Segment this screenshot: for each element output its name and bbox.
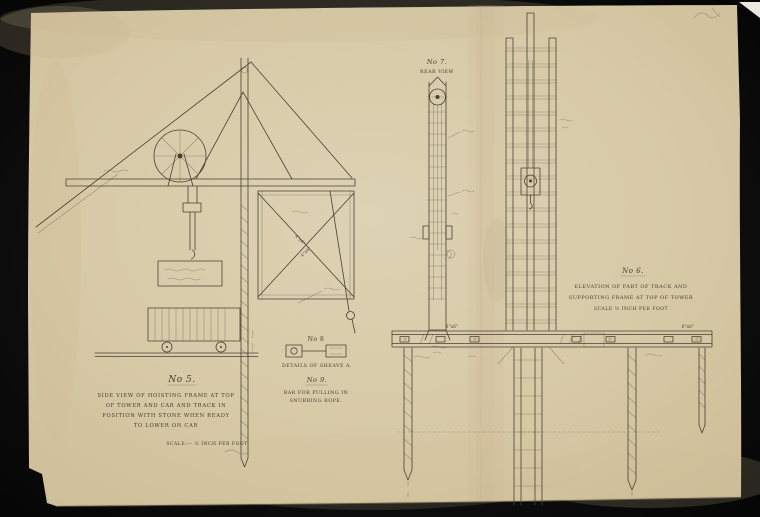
pencil-mark (693, 7, 721, 19)
no7-sublabel: REAR VIEW (420, 69, 454, 75)
paper-sheet (28, 5, 742, 506)
figure-no8-drawing (285, 344, 347, 358)
no7-label: No 7. (426, 58, 447, 66)
figure-no6-text: No 6. ELEVATION OF PART OF TRACK AND SUP… (446, 267, 695, 329)
no5-caption-3: POSITION WITH STONE WHEN READY (102, 413, 229, 419)
figure-no6-drawing (391, 12, 713, 507)
no8-label: No 8 (308, 336, 325, 343)
no6-caption-2: SUPPORTING FRAME AT TOP OF TOWER (569, 295, 693, 301)
no6-beam-label-right: 6"x6" (682, 324, 695, 329)
no5-caption-1: SIDE VIEW OF HOISTING FRAME AT TOP (97, 393, 234, 399)
no9-label: No 9. (306, 376, 327, 384)
no5-label: No 5. (167, 375, 195, 385)
no6-caption-1: ELEVATION OF PART OF TRACK AND (575, 284, 688, 290)
no8-caption: DETAILS OF SHEAVE A. (282, 363, 352, 369)
figure-no8-text: No 8 DETAILS OF SHEAVE A. (282, 336, 352, 369)
no5-caption-4: TO LOWER ON CAR (134, 423, 199, 429)
no5-scale: SCALE:— ½ INCH PER FOOT (166, 440, 248, 447)
no6-scale: SCALE ½ INCH PER FOOT (594, 305, 669, 312)
no6-label: No 6. (621, 267, 644, 275)
figure-no7-drawing (409, 76, 475, 354)
corner-sheet (739, 2, 760, 18)
figure-no9-text: No 9. BAR FOR PULLING IN SNUBBING ROPE. (284, 376, 349, 404)
no9-caption-1: BAR FOR PULLING IN (284, 390, 349, 396)
no9-caption-2: SNUBBING ROPE. (290, 398, 343, 404)
no5-caption-2: OF TOWER AND CAR AND TRACK IN (106, 403, 227, 409)
figure-no7-text: No 7. REAR VIEW (420, 58, 454, 75)
no6-beam-label-left: 6"x6" (446, 324, 459, 329)
figure-no5-drawing (35, 57, 356, 468)
